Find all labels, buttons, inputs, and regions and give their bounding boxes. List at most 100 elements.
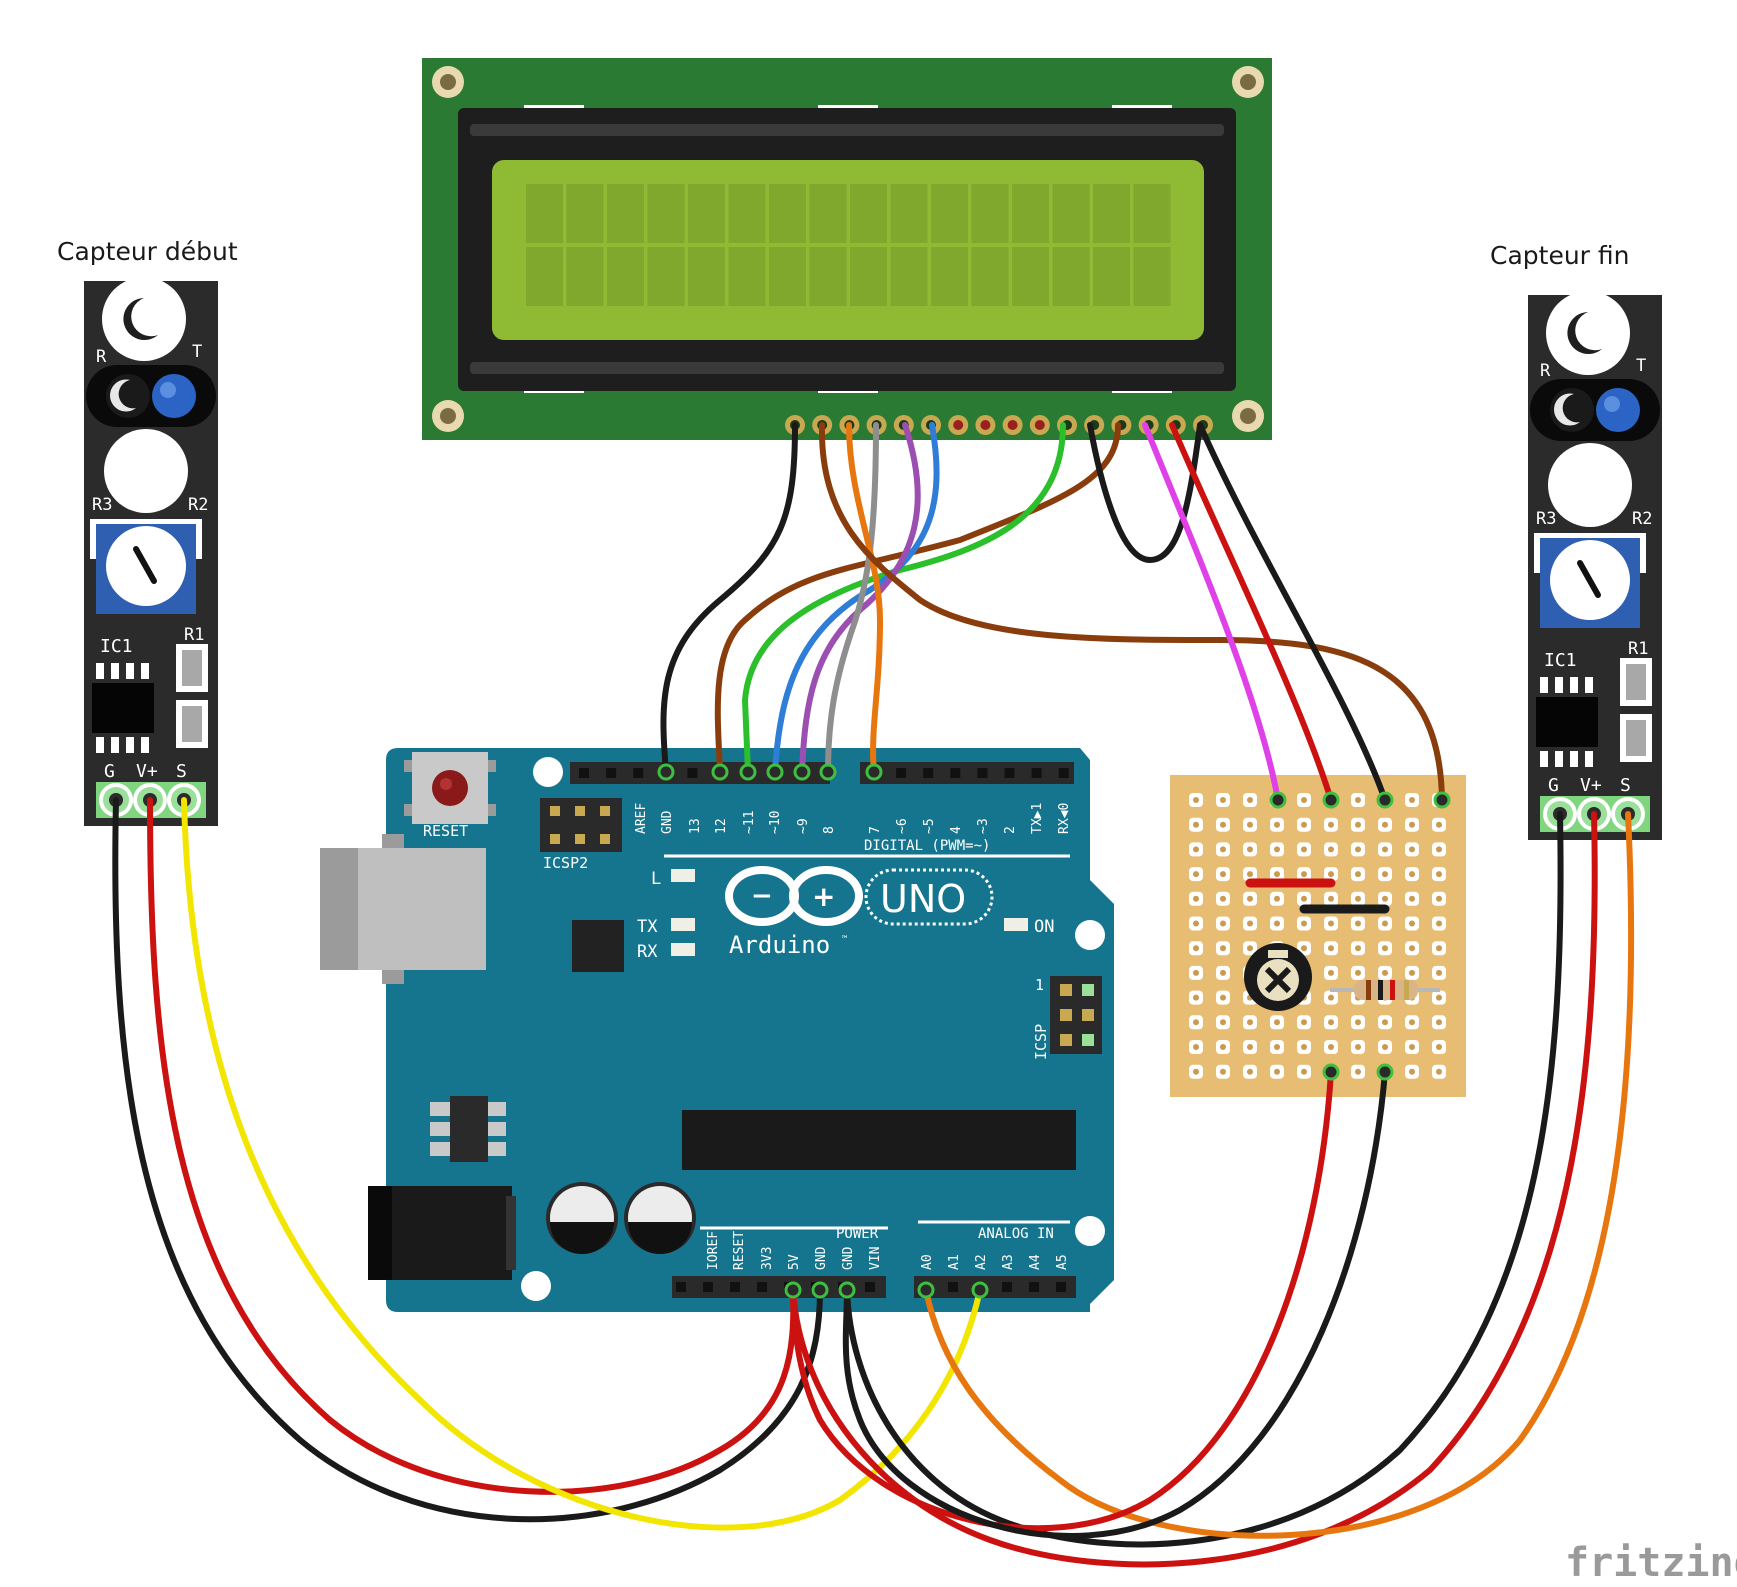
lcd-cell [850,184,887,243]
lcd-cell [688,184,725,243]
perf-hole-center [1193,895,1199,902]
perf-hole-center [1436,1068,1442,1075]
wire-right-vcc [790,811,1598,1568]
perf-hole-center [1355,846,1361,853]
wire-lcd-backlight-plus [1142,422,1281,803]
perf-hole-center [1355,1019,1361,1026]
digital-pin-label: TX▶1 [1030,803,1045,834]
perf-hole-center [1409,1044,1415,1050]
header-socket [1029,1282,1039,1292]
header-socket [1058,768,1069,778]
wire-endpoint [766,763,784,781]
voltage-regulator-icon [430,1096,506,1162]
digital-pin-label: 4 [949,826,964,834]
perf-hole-center [1382,1044,1388,1050]
ir-emitter-pair-icon [1530,379,1660,441]
perf-hole-center [1355,969,1361,976]
perf-hole-center [1301,797,1307,803]
perf-hole-center [1220,920,1226,927]
power-pin-label: GND [841,1246,856,1270]
smd-resistor-icon [176,644,208,748]
perf-hole-center [1193,797,1199,803]
uno-text: UNO [880,877,966,921]
led-rx [671,943,695,956]
lcd-cell [890,247,928,306]
lcd-cell [647,184,685,243]
wire-endpoint [784,1281,802,1299]
analog-pin-label: A5 [1055,1254,1070,1270]
silk-r3: R3 [92,495,112,515]
silk-vplus: V+ [1580,775,1602,796]
perf-hole-center [1220,969,1226,976]
header-socket [757,1282,767,1292]
reset-button[interactable] [404,752,496,824]
perf-hole-center [1301,821,1307,828]
header-socket [606,768,617,778]
perf-hole-center [1247,871,1253,878]
power-pin-label: GND [814,1246,829,1270]
led-on-label: ON [1034,917,1054,937]
arduino-brand: Arduino [729,931,830,959]
perf-hole-center [1193,871,1199,878]
wire-endpoint [711,763,729,781]
perf-hole-center [1436,871,1442,878]
perf-hole-center [1328,945,1334,952]
perf-hole-center [1409,895,1415,902]
wire-perf-gnd [842,1069,1388,1539]
perf-hole-center [1409,797,1415,803]
header-socket [676,1282,686,1292]
wire-endpoint [1322,791,1340,809]
perf-hole-center [1328,821,1334,828]
lcd-cell [607,247,644,306]
header-socket [579,768,589,778]
lcd-cell [526,247,563,306]
photodiode-icon [1548,443,1632,527]
digital-pin-label: 8 [822,826,837,834]
lcd-cell [1052,184,1090,243]
lcd-cell [566,247,604,306]
perf-hole-center [1382,969,1388,976]
perf-hole-center [1382,821,1388,828]
perf-hole-center [1220,945,1226,952]
led-tx-label: TX [637,917,658,937]
perf-hole-center [1274,846,1280,853]
header-socket [1004,768,1015,778]
perf-hole-center [1328,846,1334,853]
lcd-cell [971,184,1009,243]
led-on [1004,918,1028,931]
silk-s: S [176,761,187,782]
atmega-chip [682,1110,1076,1170]
perf-hole-center [1247,1044,1253,1050]
lcd-pin-hole [953,420,964,430]
sensor-left: R T R3 R2 R1 IC1 [84,277,218,826]
perf-hole-center [1382,871,1388,878]
power-header-body [672,1276,886,1298]
lcd-cell [688,247,725,306]
wires [112,422,1635,1568]
digital-pin-label: GND [660,810,675,834]
perf-hole-center [1436,945,1442,952]
analog-header-body [914,1276,1076,1298]
lcd-cell [1133,247,1171,306]
icsp2-header [540,798,622,852]
perf-hole-center [1355,920,1361,927]
resistor-icon [1330,980,1440,1000]
potentiometer-icon [1534,533,1646,628]
perf-hole-center [1355,821,1361,828]
wire-perf-5v [790,1069,1334,1532]
perf-hole-center [1328,1044,1334,1050]
perf-hole-center [1409,1068,1415,1075]
perf-hole-center [1328,871,1334,878]
perf-hole-center [1247,821,1253,828]
lcd-cell [728,247,766,306]
perf-hole-center [1274,1019,1280,1026]
wire-endpoint [1433,791,1451,809]
header-socket [1031,768,1042,778]
perf-hole-center [1220,1044,1226,1050]
led-rx-label: RX [637,942,658,962]
silk-s: S [1620,775,1631,796]
perf-hole-center [1436,1044,1442,1050]
perf-hole-center [1355,871,1361,878]
sensor-right-label: Capteur fin [1490,241,1630,270]
